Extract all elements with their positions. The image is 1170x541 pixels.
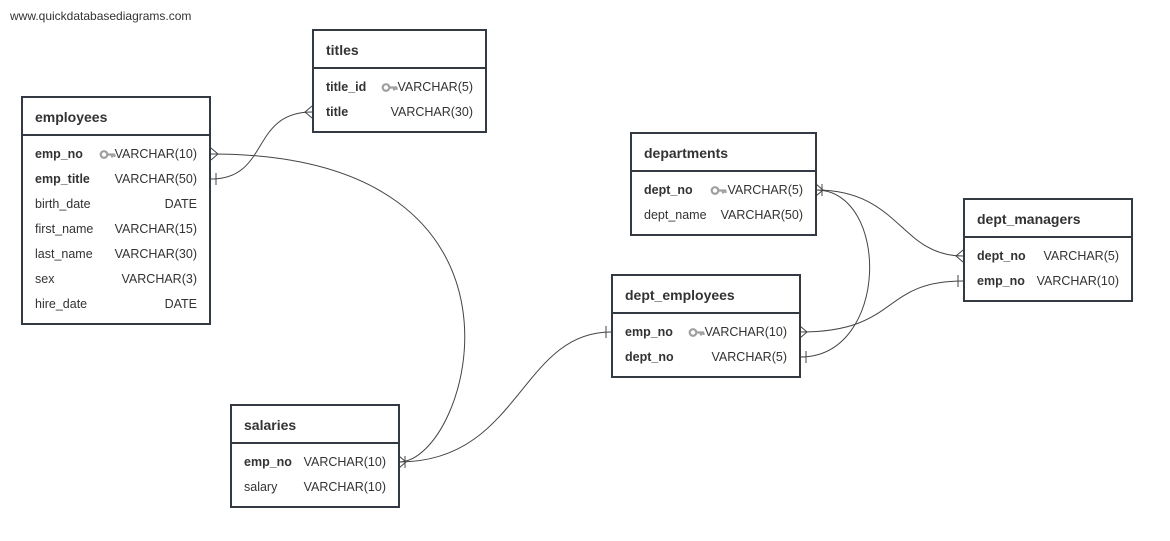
column-row[interactable]: title VARCHAR(30) (314, 100, 485, 125)
table-titles[interactable]: titles title_id VARCHAR(5) title VARCHAR… (312, 29, 487, 133)
column-type: VARCHAR(10) (303, 455, 386, 469)
column-type: VARCHAR(10) (704, 325, 787, 339)
rel-employees-titles (210, 111, 313, 180)
column-row[interactable]: title_id VARCHAR(5) (314, 75, 485, 100)
column-name: dept_no (977, 249, 1026, 263)
table-title: dept_managers (965, 200, 1131, 238)
table-departments[interactable]: departments dept_no VARCHAR(5) dept_name… (630, 132, 817, 236)
rel-mark (799, 325, 808, 339)
column-name: emp_no (977, 274, 1025, 288)
rel-employees-salaries (210, 153, 466, 463)
column-type: VARCHAR(50) (114, 172, 197, 186)
column-row[interactable]: salary VARCHAR(10) (232, 475, 398, 500)
column-type: VARCHAR(15) (114, 222, 197, 236)
column-type: VARCHAR(10) (114, 147, 197, 161)
column-row[interactable]: emp_no VARCHAR(10) (613, 320, 799, 345)
column-name: salary (244, 480, 278, 494)
table-dept_employees[interactable]: dept_employees emp_no VARCHAR(10) dept_n… (611, 274, 801, 378)
column-type: VARCHAR(50) (720, 208, 803, 222)
column-row[interactable]: dept_no VARCHAR(5) (632, 178, 815, 203)
column-row[interactable]: sex VARCHAR(3) (23, 267, 209, 292)
column-type: VARCHAR(10) (1036, 274, 1119, 288)
table-title: employees (23, 98, 209, 136)
column-type: VARCHAR(5) (711, 350, 787, 364)
column-type: VARCHAR(3) (121, 272, 197, 286)
table-salaries[interactable]: salaries emp_no VARCHAR(10) salary VARCH… (230, 404, 400, 508)
column-row[interactable]: dept_no VARCHAR(5) (965, 244, 1131, 269)
rel-dept_employees-dept_managers (799, 280, 964, 333)
column-row[interactable]: dept_no VARCHAR(5) (613, 345, 799, 370)
rel-mark (210, 147, 219, 161)
column-row[interactable]: emp_no VARCHAR(10) (965, 269, 1131, 294)
table-title: titles (314, 31, 485, 69)
table-title: salaries (232, 406, 398, 444)
column-row[interactable]: hire_date DATE (23, 292, 209, 317)
column-row[interactable]: dept_name VARCHAR(50) (632, 203, 815, 228)
column-name: dept_no (625, 350, 674, 364)
column-row[interactable]: emp_no VARCHAR(10) (232, 450, 398, 475)
column-name: birth_date (35, 197, 91, 211)
column-type: VARCHAR(30) (390, 105, 473, 119)
column-name: emp_no (244, 455, 292, 469)
table-employees[interactable]: employees emp_no VARCHAR(10) emp_title V… (21, 96, 211, 325)
rel-departments-dept_managers (815, 189, 964, 257)
column-name: title_id (326, 80, 367, 94)
column-name: dept_name (644, 208, 707, 222)
rel-mark (955, 249, 964, 263)
column-row[interactable]: birth_date DATE (23, 192, 209, 217)
column-name: emp_no (625, 325, 673, 339)
column-row[interactable]: first_name VARCHAR(15) (23, 217, 209, 242)
table-dept_managers[interactable]: dept_managers dept_no VARCHAR(5) emp_no … (963, 198, 1133, 302)
column-type: VARCHAR(10) (303, 480, 386, 494)
column-row[interactable]: emp_no VARCHAR(10) (23, 142, 209, 167)
column-row[interactable]: emp_title VARCHAR(50) (23, 167, 209, 192)
key-icon (381, 83, 398, 92)
column-type: VARCHAR(5) (397, 80, 473, 94)
column-row[interactable]: last_name VARCHAR(30) (23, 242, 209, 267)
table-title: departments (632, 134, 815, 172)
rel-departments-dept_employees (799, 189, 871, 358)
column-name: sex (35, 272, 55, 286)
key-icon (688, 328, 705, 337)
column-name: dept_no (644, 183, 693, 197)
column-type: VARCHAR(30) (114, 247, 197, 261)
watermark: www.quickdatabasediagrams.com (10, 9, 192, 23)
column-name: title (326, 105, 349, 119)
column-type: DATE (164, 297, 197, 311)
rel-salaries-dept_employees (398, 331, 612, 463)
key-icon (99, 150, 116, 159)
key-icon (710, 186, 727, 195)
column-name: last_name (35, 247, 93, 261)
column-type: VARCHAR(5) (1043, 249, 1119, 263)
column-name: hire_date (35, 297, 88, 311)
column-name: emp_title (35, 172, 90, 186)
column-name: first_name (35, 222, 94, 236)
rel-mark (304, 105, 313, 119)
column-type: VARCHAR(5) (727, 183, 803, 197)
column-name: emp_no (35, 147, 83, 161)
column-type: DATE (164, 197, 197, 211)
table-title: dept_employees (613, 276, 799, 314)
